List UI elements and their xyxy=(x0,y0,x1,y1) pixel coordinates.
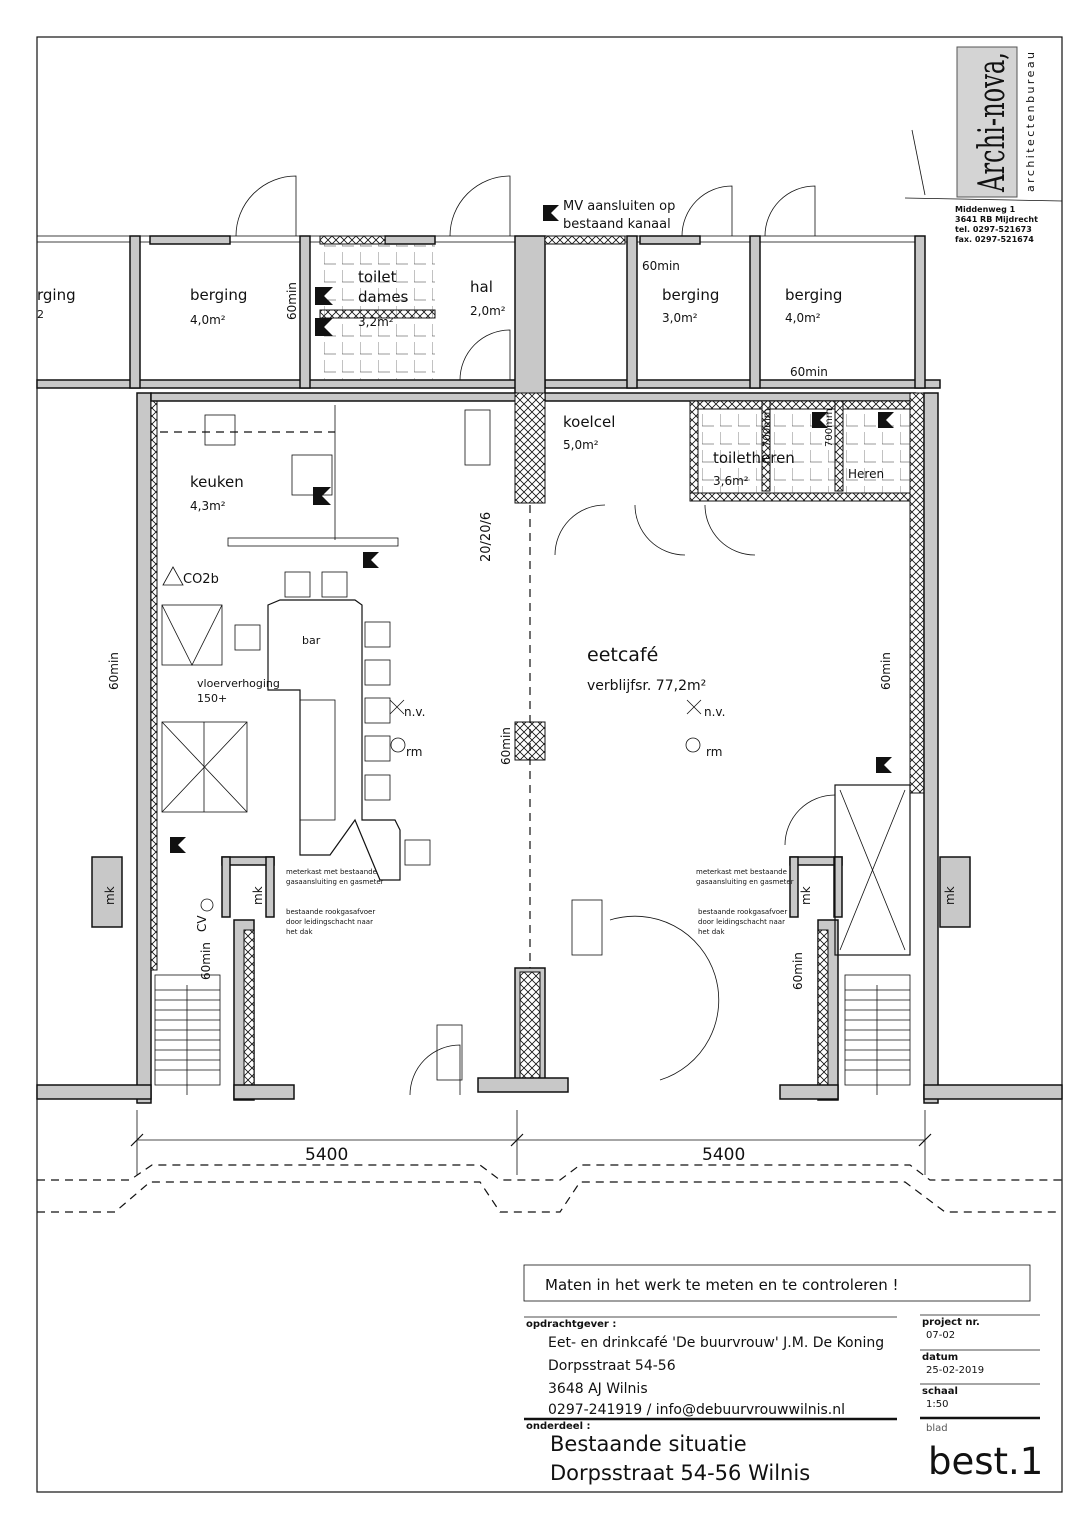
svg-text:60min: 60min xyxy=(107,652,121,690)
svg-text:5400: 5400 xyxy=(702,1145,745,1165)
svg-text:n.v.: n.v. xyxy=(704,705,725,719)
svg-text:60min: 60min xyxy=(642,259,680,273)
svg-text:onderdeel :: onderdeel : xyxy=(526,1421,591,1432)
svg-text:bestaand kanaal: bestaand kanaal xyxy=(563,217,671,232)
svg-text:schaal: schaal xyxy=(922,1386,958,1397)
logo-subtitle: architectenbureau xyxy=(1024,52,1037,192)
svg-text:Bestaande situatie: Bestaande situatie xyxy=(550,1432,747,1456)
staircase-left xyxy=(154,974,221,1095)
svg-text:3,0m²: 3,0m² xyxy=(662,311,698,325)
svg-text:3,2m²: 3,2m² xyxy=(358,315,394,329)
svg-text:1:50: 1:50 xyxy=(926,1399,948,1410)
svg-text:rging: rging xyxy=(37,286,76,304)
svg-text:60min: 60min xyxy=(285,282,299,320)
svg-text:berging: berging xyxy=(190,286,247,304)
svg-text:bestaande rookgasafvoer: bestaande rookgasafvoer xyxy=(286,908,375,916)
svg-text:door leidingschacht naar: door leidingschacht naar xyxy=(698,918,785,926)
svg-text:project nr.: project nr. xyxy=(922,1317,980,1328)
svg-text:berging: berging xyxy=(662,286,719,304)
svg-text:datum: datum xyxy=(922,1352,958,1363)
svg-text:60min: 60min xyxy=(879,652,893,690)
dimension-line: 5400 5400 xyxy=(37,1110,1062,1213)
svg-text:60min: 60min xyxy=(791,952,805,990)
svg-text:keuken: keuken xyxy=(190,473,244,491)
svg-text:Heren: Heren xyxy=(848,467,884,481)
svg-text:mk: mk xyxy=(251,886,265,905)
notice: Maten in het werk te meten en te control… xyxy=(545,1276,899,1294)
svg-text:blad: blad xyxy=(926,1423,948,1434)
svg-text:mk: mk xyxy=(103,886,117,905)
staircase-right xyxy=(844,974,911,1095)
svg-text:meterkast met bestaande: meterkast met bestaande xyxy=(286,868,377,876)
svg-text:150+: 150+ xyxy=(197,692,227,705)
svg-text:MV aansluiten op: MV aansluiten op xyxy=(563,199,675,214)
tiled-floor xyxy=(320,244,435,380)
svg-text:berging: berging xyxy=(785,286,842,304)
svg-text:CO2b: CO2b xyxy=(183,572,219,587)
svg-text:Dorpsstraat 54-56 Wilnis: Dorpsstraat 54-56 Wilnis xyxy=(550,1461,810,1485)
svg-text:5,0m²: 5,0m² xyxy=(563,438,599,452)
sheet-border xyxy=(36,36,1063,1493)
svg-text:4,0m²: 4,0m² xyxy=(190,313,226,327)
svg-text:4,0m²: 4,0m² xyxy=(785,311,821,325)
doors xyxy=(235,175,836,1096)
svg-text:toilet: toilet xyxy=(358,268,397,286)
svg-text:3648 AJ Wilnis: 3648 AJ Wilnis xyxy=(548,1381,648,1397)
annotations: MV aansluiten op bestaand kanaal CO2b n.… xyxy=(103,199,957,990)
svg-text:koelcel: koelcel xyxy=(563,413,615,431)
office-address: Middenweg 1 3641 RB Mijdrecht tel. 0297-… xyxy=(955,205,1038,244)
svg-text:60min: 60min xyxy=(790,365,828,379)
walls xyxy=(36,235,1063,1104)
svg-text:mk: mk xyxy=(943,886,957,905)
room-labels: rging 2 berging 4,0m² toilet dames 3,2m²… xyxy=(37,268,884,705)
tiled-floor xyxy=(698,409,910,493)
svg-text:dames: dames xyxy=(358,288,409,306)
svg-text:door leidingschacht naar: door leidingschacht naar xyxy=(286,918,373,926)
title-block: Maten in het werk te meten en te control… xyxy=(523,1264,1043,1485)
svg-text:07-02: 07-02 xyxy=(926,1330,955,1341)
svg-text:meterkast met bestaande: meterkast met bestaande xyxy=(696,868,787,876)
svg-text:60min: 60min xyxy=(199,942,213,980)
svg-text:CV: CV xyxy=(195,915,209,932)
svg-text:toiletheren: toiletheren xyxy=(713,449,795,467)
svg-text:3641 RB Mijdrecht: 3641 RB Mijdrecht xyxy=(955,215,1038,224)
svg-text:5400: 5400 xyxy=(305,1145,348,1165)
svg-text:60min: 60min xyxy=(499,727,513,765)
svg-text:hal: hal xyxy=(470,278,493,296)
svg-text:20/20/6: 20/20/6 xyxy=(479,512,494,562)
svg-text:gasaansluiting en gasmeter: gasaansluiting en gasmeter xyxy=(696,878,794,886)
svg-text:rm: rm xyxy=(406,745,422,759)
svg-text:25-02-2019: 25-02-2019 xyxy=(926,1365,984,1376)
svg-text:2: 2 xyxy=(37,308,44,321)
svg-text:mk: mk xyxy=(799,886,813,905)
svg-text:het dak: het dak xyxy=(698,928,725,936)
svg-text:gasaansluiting en gasmeter: gasaansluiting en gasmeter xyxy=(286,878,384,886)
svg-text:best.1: best.1 xyxy=(928,1440,1043,1483)
svg-text:700mm: 700mm xyxy=(824,408,835,447)
logo: Archi-nova, architectenbureau xyxy=(956,46,1037,198)
svg-text:4,3m²: 4,3m² xyxy=(190,499,226,513)
svg-text:vloerverhoging: vloerverhoging xyxy=(197,677,280,690)
ventilation-symbols xyxy=(162,205,894,912)
svg-text:n.v.: n.v. xyxy=(404,705,425,719)
svg-text:Eet- en drinkcafé 'De buurvrou: Eet- en drinkcafé 'De buurvrouw' J.M. De… xyxy=(548,1335,884,1351)
svg-text:Middenweg 1: Middenweg 1 xyxy=(955,205,1016,214)
logo-text: Archi-nova, xyxy=(972,52,1013,193)
svg-text:Dorpsstraat 54-56: Dorpsstraat 54-56 xyxy=(548,1358,676,1374)
svg-text:verblijfsr. 77,2m²: verblijfsr. 77,2m² xyxy=(587,678,706,694)
svg-text:het dak: het dak xyxy=(286,928,313,936)
svg-text:rm: rm xyxy=(706,745,722,759)
svg-text:tel. 0297-521673: tel. 0297-521673 xyxy=(955,225,1032,234)
kitchen-bar-furniture xyxy=(160,405,603,1081)
svg-text:bestaande rookgasafvoer: bestaande rookgasafvoer xyxy=(698,908,787,916)
svg-text:3,6m²: 3,6m² xyxy=(713,474,749,488)
svg-text:bar: bar xyxy=(302,634,321,647)
svg-text:opdrachtgever :: opdrachtgever : xyxy=(526,1319,616,1330)
svg-text:fax. 0297-521674: fax. 0297-521674 xyxy=(955,235,1034,244)
svg-text:2,0m²: 2,0m² xyxy=(470,304,506,318)
svg-text:700mm: 700mm xyxy=(762,408,773,447)
svg-text:0297-241919 / info@debuurvrouw: 0297-241919 / info@debuurvrouwwilnis.nl xyxy=(548,1402,845,1418)
svg-text:eetcafé: eetcafé xyxy=(587,644,658,666)
